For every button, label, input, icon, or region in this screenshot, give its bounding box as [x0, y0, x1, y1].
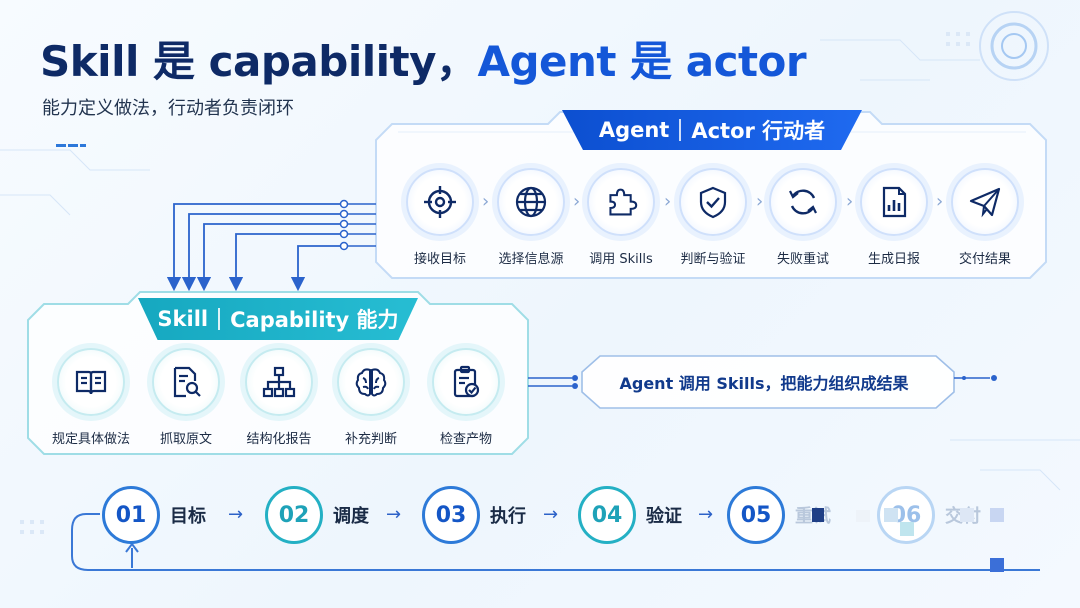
paper-plane-icon: [951, 168, 1019, 236]
agent-step-label: 接收目标: [413, 252, 466, 267]
chevron-right-icon: ›: [482, 191, 490, 212]
callout-text: Agent 调用 Skills，把能力组织成结果: [619, 374, 909, 393]
stage-number: 04: [578, 486, 636, 544]
brain-icon: [337, 348, 405, 416]
flow-stage-dispatch: 02 调度: [265, 486, 369, 544]
agent-step-judge-verify: 判断与验证: [668, 168, 758, 267]
arrow-right-icon: →: [698, 504, 714, 525]
flow-stage-goal: 01 目标: [102, 486, 206, 544]
chevron-right-icon: ›: [846, 191, 854, 212]
pixel-tile: [884, 508, 898, 522]
arrow-right-icon: →: [543, 504, 559, 525]
hierarchy-icon: [245, 348, 313, 416]
agent-step-label: 交付结果: [958, 252, 1011, 267]
pixel-tile: [990, 508, 1004, 522]
stage-number: 05: [727, 486, 785, 544]
pixel-tile: [812, 508, 824, 522]
agent-step-call-skills: 调用 Skills: [576, 168, 666, 267]
skill-item-label: 补充判断: [344, 432, 397, 447]
clipboard-check-icon: [432, 348, 500, 416]
agent-step-select-source: 选择信息源: [486, 168, 576, 267]
agent-step-retry: 失败重试: [758, 168, 848, 267]
skill-banner-left: Skill: [157, 307, 209, 331]
stage-number: 02: [265, 486, 323, 544]
agent-step-deliver: 交付结果: [940, 168, 1030, 267]
skill-item-label: 规定具体做法: [51, 432, 130, 447]
agent-banner-left: Agent: [598, 118, 670, 142]
skill-panel-banner: Skill Capability 能力: [138, 298, 418, 340]
page-subtitle: 能力定义做法，行动者负责闭环: [42, 98, 294, 119]
title-part-2: Agent 是 actor: [477, 37, 807, 86]
pixel-tile: [900, 522, 914, 536]
flow-loop: [71, 513, 1040, 571]
skill-item-define-method: 规定具体做法: [46, 348, 136, 447]
title-part-1: Skill 是 capability，: [40, 37, 478, 86]
skill-item-structured-report: 结构化报告: [234, 348, 324, 447]
chevron-right-icon: ›: [936, 191, 944, 212]
stage-number: 01: [102, 486, 160, 544]
banner-divider: [679, 119, 682, 141]
agent-step-label: 失败重试: [776, 252, 829, 267]
pixel-tile: [990, 558, 1004, 572]
stage-label: 目标: [170, 506, 206, 527]
book-icon: [57, 348, 125, 416]
agent-step-generate-report: 生成日报: [849, 168, 939, 267]
skill-item-label: 结构化报告: [246, 432, 312, 447]
callout-frame: [581, 355, 955, 409]
agent-step-label: 生成日报: [867, 252, 920, 267]
skill-item-label: 检查产物: [439, 432, 492, 447]
flow-stage-execute: 03 执行: [422, 486, 526, 544]
stage-label: 调度: [333, 506, 369, 527]
puzzle-icon: [587, 168, 655, 236]
refresh-icon: [769, 168, 837, 236]
pixel-tile: [960, 508, 974, 522]
arrow-right-icon: →: [228, 504, 244, 525]
banner-divider: [218, 308, 221, 330]
globe-icon: [497, 168, 565, 236]
skill-item-add-judgment: 补充判断: [326, 348, 416, 447]
report-icon: [860, 168, 928, 236]
chevron-right-icon: ›: [756, 191, 764, 212]
pixel-tile: [856, 510, 870, 522]
stage-number: 03: [422, 486, 480, 544]
skill-banner-right: Capability 能力: [230, 308, 399, 332]
page-title: Skill 是 capability，Agent 是 actor: [40, 28, 807, 89]
stage-label: 执行: [490, 506, 526, 527]
document-search-icon: [152, 348, 220, 416]
stage-label: 验证: [646, 506, 682, 527]
chevron-right-icon: ›: [664, 191, 672, 212]
shield-check-icon: [679, 168, 747, 236]
skill-item-fetch-source: 抓取原文: [141, 348, 231, 447]
agent-step-label: 调用 Skills: [589, 252, 653, 267]
agent-step-label: 选择信息源: [498, 252, 564, 267]
flow-stage-verify: 04 验证: [578, 486, 682, 544]
flow-stage-retry: 05 重试: [727, 486, 831, 544]
target-icon: [406, 168, 474, 236]
arrow-right-icon: →: [386, 504, 402, 525]
skill-item-label: 抓取原文: [159, 432, 212, 447]
agent-step-receive-goal: 接收目标: [395, 168, 485, 267]
skill-item-check-output: 检查产物: [421, 348, 511, 447]
chevron-right-icon: ›: [573, 191, 581, 212]
agent-banner-right: Actor 行动者: [691, 119, 826, 143]
agent-panel-banner: Agent Actor 行动者: [562, 110, 862, 150]
agent-step-label: 判断与验证: [680, 252, 746, 267]
